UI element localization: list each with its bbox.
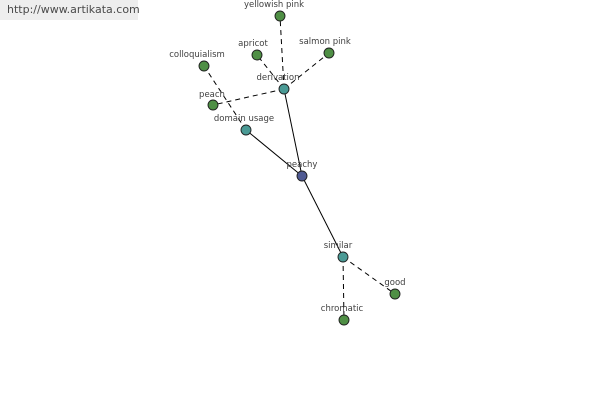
node-label-similar[interactable]: similar	[324, 241, 353, 251]
node-label-derivation[interactable]: derivation	[256, 73, 299, 83]
edges-layer	[203, 15, 396, 321]
node-label-colloquialism[interactable]: colloquialism	[169, 50, 225, 60]
node-salmon-pink[interactable]	[323, 47, 335, 59]
site-watermark[interactable]: http://www.artikata.com	[0, 0, 140, 20]
edge-derivation-apricot	[256, 54, 285, 90]
node-label-apricot[interactable]: apricot	[238, 39, 268, 49]
node-label-chromatic[interactable]: chromatic	[321, 304, 364, 314]
node-colloquialism[interactable]	[198, 60, 210, 72]
edge-similar-good	[342, 256, 396, 295]
node-apricot[interactable]	[251, 49, 263, 61]
labels-layer: peachy derivation domain usage similar yello…	[169, 0, 405, 314]
node-label-good[interactable]: good	[384, 278, 405, 288]
edge-peachy-domain-usage	[245, 129, 303, 177]
node-peachy[interactable]	[296, 170, 308, 182]
node-label-peach[interactable]: peach	[199, 90, 225, 100]
edge-similar-chromatic	[342, 256, 345, 321]
node-chromatic[interactable]	[338, 314, 350, 326]
node-peach[interactable]	[207, 99, 219, 111]
node-label-domain-usage[interactable]: domain usage	[214, 114, 274, 124]
node-label-yellowish-pink[interactable]: yellowish pink	[244, 0, 304, 10]
node-good[interactable]	[389, 288, 401, 300]
edge-derivation-salmon-pink	[283, 52, 330, 90]
edge-peachy-similar	[301, 175, 344, 258]
node-similar[interactable]	[337, 251, 349, 263]
nodes-layer	[198, 10, 401, 326]
node-label-peachy[interactable]: peachy	[287, 160, 318, 170]
node-domain-usage[interactable]	[240, 124, 252, 136]
edge-derivation-peach	[212, 88, 285, 106]
edge-peachy-derivation	[283, 88, 303, 177]
edge-domain-usage-colloquialism	[203, 65, 247, 131]
node-yellowish-pink[interactable]	[274, 10, 286, 22]
node-label-salmon-pink[interactable]: salmon pink	[299, 37, 351, 47]
node-derivation[interactable]	[278, 83, 290, 95]
edge-derivation-yellowish-pink	[279, 15, 285, 90]
